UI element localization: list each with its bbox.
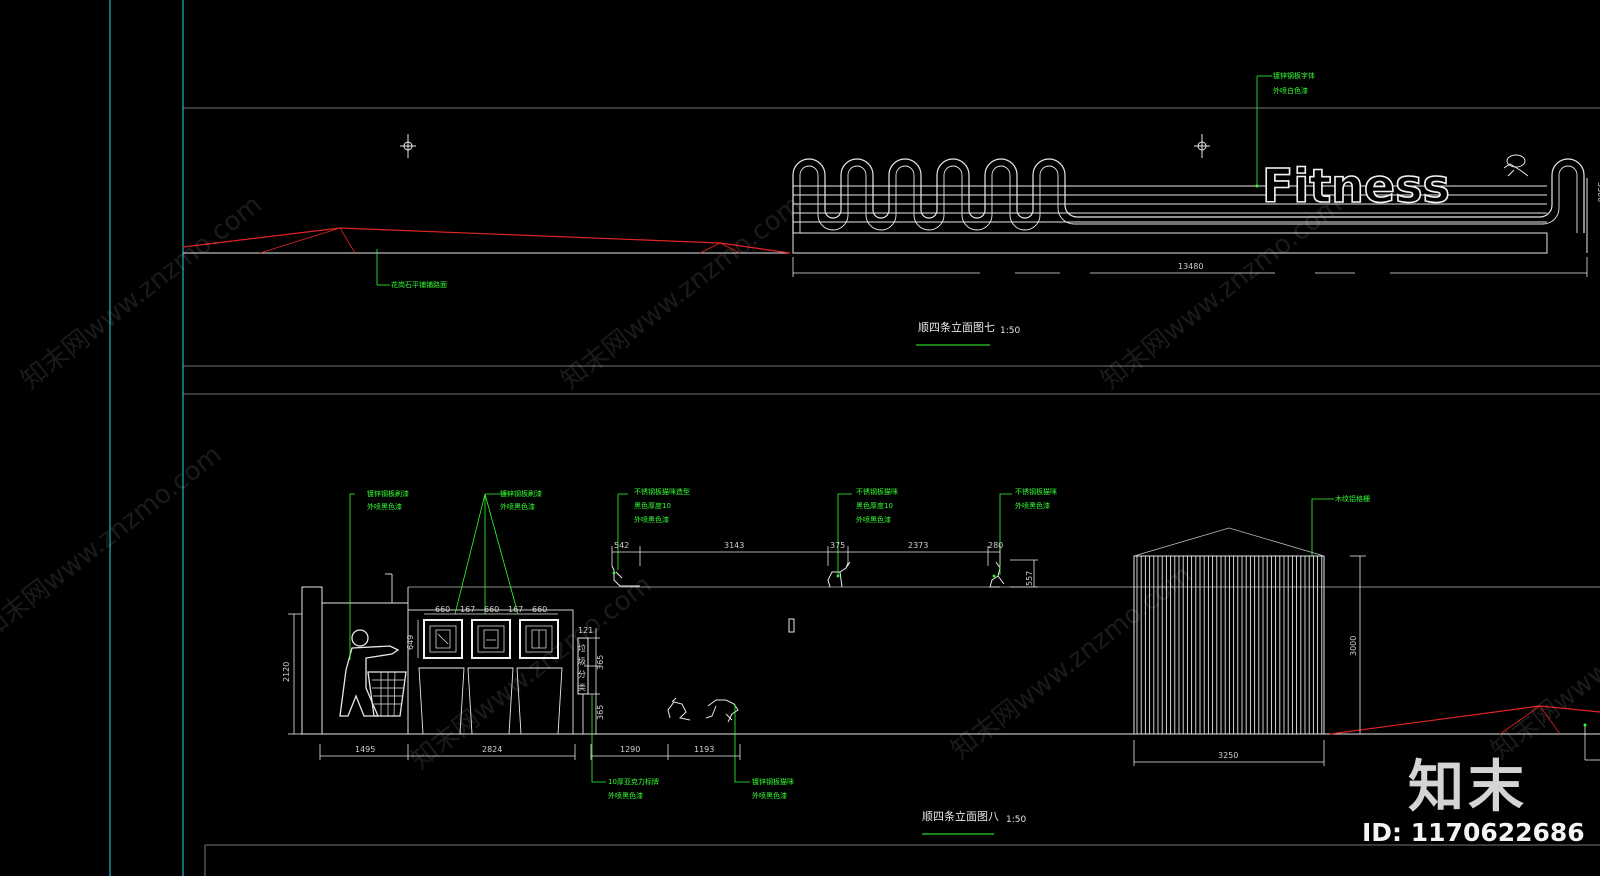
sorting-bins (418, 667, 563, 735)
dimension-label: 542 (614, 541, 629, 550)
elevation-scale: 1:50 (1000, 326, 1020, 336)
note-text: 外喷黑色漆 (367, 502, 402, 511)
dimension-label: 1495 (355, 745, 375, 754)
watermark-text: 知末网www.znzmo.com (16, 190, 268, 396)
watermark-text: 知末网www.znzmo.com (0, 440, 228, 646)
dimension-label: 280 (988, 541, 1003, 550)
survey-marker-icon (400, 134, 416, 158)
watermark-text: 知末网www.znzmo.com (946, 560, 1198, 766)
marker-icon (788, 618, 795, 633)
note-text: 外喷黑色漆 (634, 515, 669, 524)
cat-sculpture-icon (611, 565, 640, 587)
watermark-text: 知末网www.znzmo.com (556, 190, 808, 396)
note-text: 外喷黑色漆 (856, 515, 891, 524)
note-text: 镀锌钢板字体 (1273, 71, 1315, 80)
note-leader: 花岗石平铺铺路面 (376, 249, 447, 289)
note-text: 外喷黑色漆 (1015, 501, 1050, 510)
note-text: 镀锌钢板猫咪 (752, 777, 794, 786)
dimension-label: 3000 (1349, 636, 1358, 656)
dimension-label: 2373 (908, 541, 928, 550)
dimension-label: 660 (484, 605, 499, 614)
note-text: 不锈钢板猫咪造型 (634, 487, 690, 496)
vertical-sign-text: 垃 圾 分 类 (578, 643, 586, 692)
ground-cats-icon (667, 697, 739, 723)
note-text: 黑色厚度10 (856, 501, 893, 510)
sign-char: 圾 (578, 656, 586, 666)
cat-sculpture-icon (827, 561, 851, 588)
dimension-label: 3300 (1596, 182, 1600, 202)
watermark-id-label: ID: 1170622686 (1362, 818, 1585, 847)
dimension-label: 365 (596, 705, 605, 720)
fitness-sign: Fitness (1262, 159, 1450, 213)
grille-slats (1136, 556, 1323, 734)
dimension-label: 660 (435, 605, 450, 614)
dimension-label: 649 (406, 635, 415, 650)
note-text: 外喷白色漆 (1273, 86, 1308, 95)
drawing-frame (109, 0, 1600, 876)
dimension-label: 1193 (694, 745, 714, 754)
note-text: 不锈钢板猫咪 (1015, 487, 1057, 496)
dimension-label: 2120 (282, 662, 291, 682)
watermark-text: 知末网www.znzmo.com (1096, 190, 1348, 396)
note-text: 黑色厚度10 (634, 501, 671, 510)
note-text: 镀锌钢板刷漆 (500, 489, 542, 498)
note-text: 花岗石平铺铺路面 (391, 280, 447, 289)
note-text: 外喷黑色漆 (500, 502, 535, 511)
dimension-label: 167 (508, 605, 523, 614)
dimension-label: 557 (1025, 571, 1034, 586)
dimension-line (792, 257, 1588, 277)
note-text: 外喷黑色漆 (608, 791, 643, 800)
note-leader: 镀锌钢板字体 外喷白色漆 (1255, 71, 1315, 188)
elevation-title: 顺四条立面图八 (922, 809, 999, 823)
dimension-label: 1290 (620, 745, 640, 754)
elevation-eight: 垃 圾 分 类 (282, 487, 1600, 835)
terrain-slope (182, 227, 791, 254)
cat-sculpture-icon (989, 561, 1005, 588)
dimension-label: 375 (830, 541, 845, 550)
elevation-scale: 1:50 (1006, 815, 1026, 825)
dimension-label: 2824 (482, 745, 502, 754)
dimension-label: 3250 (1218, 751, 1238, 760)
wavy-pipe-rail (792, 158, 1585, 233)
dimension-label: 121 (578, 626, 593, 635)
dimension-label: 167 (460, 605, 475, 614)
note-text: 外喷黑色漆 (752, 791, 787, 800)
elevation-title: 顺四条立面图七 (918, 320, 995, 334)
sign-char: 类 (578, 682, 586, 692)
survey-marker-icon (1194, 134, 1210, 158)
watermark-brand-logo: 知末 (1408, 755, 1528, 820)
dimension-label: 13480 (1178, 262, 1203, 271)
watermark-text: 知末网www.znzmo.com (1486, 560, 1600, 766)
note-text: 不锈钢板猫咪 (856, 487, 898, 496)
note-text: 镀锌钢板刷漆 (367, 489, 409, 498)
note-text: 10厚亚克力标牌 (608, 777, 659, 786)
person-disposing-trash-icon (339, 629, 407, 717)
runner-figure-icon (1503, 154, 1529, 177)
sign-char: 分 (578, 670, 586, 679)
dimension-label: 3143 (724, 541, 744, 550)
sign-char: 垃 (578, 643, 586, 653)
dimension-label: 365 (596, 655, 605, 670)
poster-panels (423, 619, 559, 659)
note-text: 木纹铝格栅 (1335, 494, 1370, 503)
dimension-label: 660 (532, 605, 547, 614)
elevation-seven: Fitness 镀锌钢板字体 外喷白色漆 花岗石平铺铺路面 (182, 71, 1600, 346)
